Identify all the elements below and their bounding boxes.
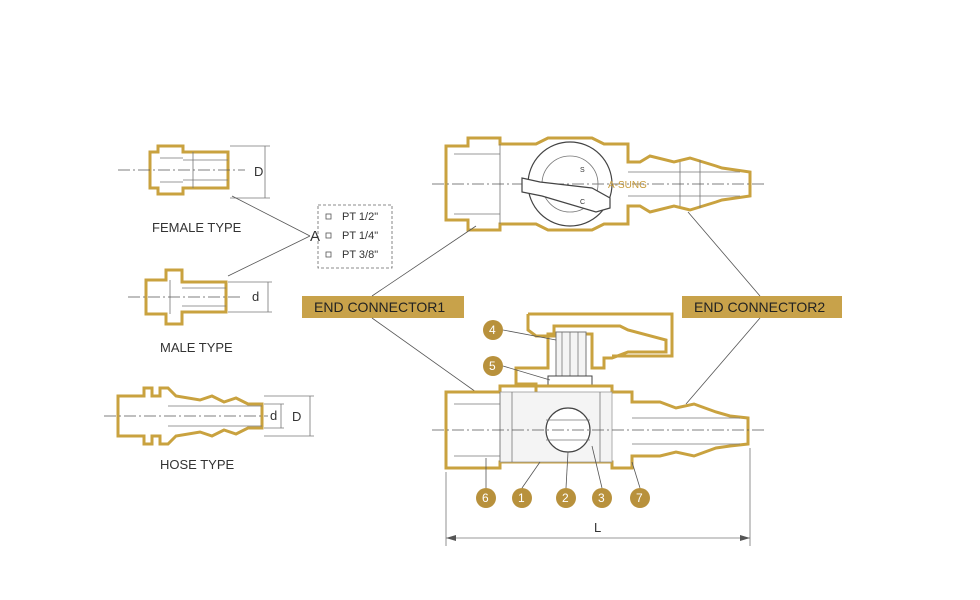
part-badges: 4 5 6 1 2 3 7 <box>476 320 650 508</box>
part-badge: 4 <box>483 320 557 341</box>
end-connector-2-banner: END CONNECTOR2 <box>682 296 842 318</box>
male-type-label: MALE TYPE <box>160 340 233 355</box>
brand-mark: A-SUNG <box>608 180 647 191</box>
hose-dim-d-small-label: d <box>270 408 277 423</box>
thread-option-checkbox <box>325 213 332 220</box>
male-dim-d-label: d <box>252 289 259 304</box>
thread-option-checkbox <box>325 232 332 239</box>
part-badge: 3 <box>591 445 612 508</box>
thread-options-box <box>317 204 393 269</box>
female-type-label: FEMALE TYPE <box>152 220 242 235</box>
svg-text:3: 3 <box>598 491 605 505</box>
female-dim-d-label: D <box>254 164 263 179</box>
handle-mark-s: S <box>580 167 585 174</box>
end-connector-1-banner: END CONNECTOR1 <box>302 296 464 318</box>
svg-text:4: 4 <box>489 323 496 337</box>
thread-option-2: PT 1/4" <box>342 230 378 242</box>
end-connector-1-label: END CONNECTOR1 <box>314 299 445 315</box>
top-valve-drawing: A-SUNG S C <box>432 136 764 232</box>
male-type-drawing: d MALE TYPE <box>128 268 272 355</box>
part-badge: 2 <box>556 451 576 508</box>
svg-text:6: 6 <box>482 491 489 505</box>
thread-option-1: PT 1/2" <box>342 211 378 223</box>
svg-text:7: 7 <box>636 491 643 505</box>
svg-text:5: 5 <box>489 359 496 373</box>
part-badge: 7 <box>630 461 650 508</box>
banner-leaders <box>371 211 761 405</box>
thread-option-3: PT 3/8" <box>342 249 378 261</box>
thread-spec: PT 1/2" PT 1/4" PT 3/8" A <box>227 195 393 277</box>
handle-mark-c: C <box>580 199 585 206</box>
section-valve-drawing: L <box>432 312 764 546</box>
part-badge: 5 <box>483 356 551 381</box>
end-connector-2-label: END CONNECTOR2 <box>694 299 825 315</box>
thread-option-checkbox <box>325 251 332 258</box>
part-badge: 1 <box>512 461 541 508</box>
svg-text:1: 1 <box>518 491 525 505</box>
thread-ref-a-label: A <box>310 228 320 245</box>
part-badge: 6 <box>476 458 496 508</box>
length-dim-label: L <box>594 520 601 535</box>
hose-type-drawing: d D HOSE TYPE <box>104 386 314 472</box>
svg-text:2: 2 <box>562 491 569 505</box>
hose-dim-d-big-label: D <box>292 409 301 424</box>
hose-type-label: HOSE TYPE <box>160 457 235 472</box>
female-type-drawing: D FEMALE TYPE <box>118 144 270 235</box>
